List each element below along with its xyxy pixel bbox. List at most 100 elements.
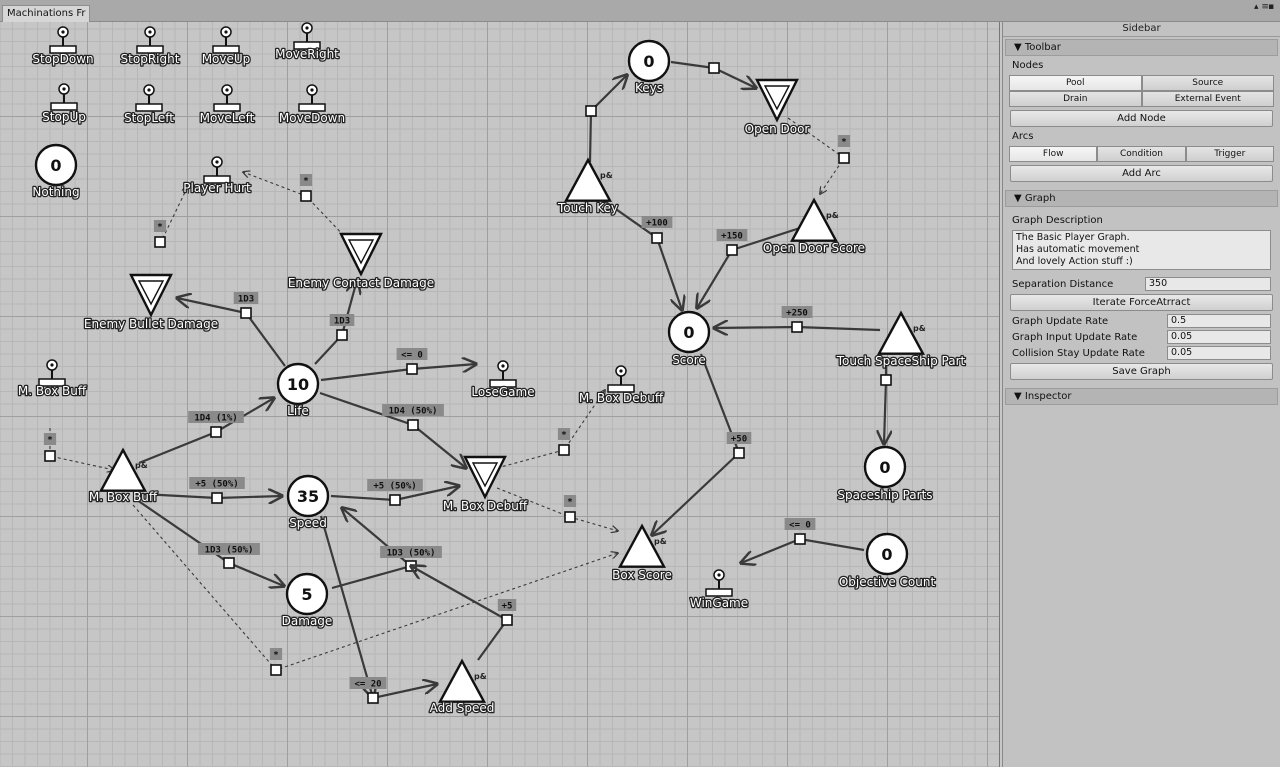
arc-handle[interactable] xyxy=(154,236,166,248)
arc-14[interactable]: * xyxy=(43,428,114,470)
arc-10[interactable]: 1D3 (50%) xyxy=(331,508,442,590)
trigger-button[interactable]: Trigger xyxy=(1185,146,1274,162)
source-triangle[interactable] xyxy=(876,310,926,355)
arc-9[interactable]: 1D3 (50%) xyxy=(136,499,284,586)
arc-15[interactable]: * xyxy=(496,390,605,469)
source-triangle[interactable] xyxy=(563,157,613,202)
node-playerhurt[interactable]: Player Hurt xyxy=(182,156,252,196)
node-mboxbuff_ev[interactable]: M. Box Buff xyxy=(17,359,88,399)
node-moveup[interactable]: MoveUp xyxy=(200,26,252,67)
source-button[interactable]: Source xyxy=(1141,75,1274,91)
node-boxscore[interactable]: p&Box Score xyxy=(611,523,673,583)
pool-circle[interactable] xyxy=(286,474,330,518)
arc-1[interactable]: * xyxy=(243,172,349,241)
arc-handle[interactable] xyxy=(708,62,720,74)
arc-23[interactable]: +250 xyxy=(714,306,881,332)
pool-circle[interactable] xyxy=(667,310,711,354)
pool-circle[interactable] xyxy=(865,532,909,576)
node-enemycontact[interactable]: Enemy Contact Damage xyxy=(287,232,435,291)
joystick-icon[interactable] xyxy=(213,84,241,112)
arc-handle[interactable] xyxy=(300,190,312,202)
pool-circle[interactable] xyxy=(863,445,907,489)
joystick-icon[interactable] xyxy=(212,26,240,54)
pool-circle[interactable] xyxy=(276,362,320,406)
arc-26[interactable]: <= 0 xyxy=(741,518,865,563)
external-event-button[interactable]: External Event xyxy=(1141,91,1274,107)
pool-circle[interactable] xyxy=(34,143,78,187)
arc-handle[interactable] xyxy=(501,614,513,626)
arc-handle[interactable] xyxy=(585,105,597,117)
arc-11[interactable] xyxy=(319,515,373,698)
add-node-button[interactable]: Add Node xyxy=(1010,110,1273,127)
inspector-section-header[interactable]: ▼ Inspector xyxy=(1005,388,1278,405)
arc-5[interactable]: 1D4 (50%) xyxy=(319,391,466,468)
arc-6[interactable]: 1D4 (1%) xyxy=(138,398,274,465)
node-addspeed[interactable]: p&Add Speed xyxy=(428,658,496,716)
arc-handle[interactable] xyxy=(880,374,892,386)
arc-19[interactable] xyxy=(670,60,756,88)
arc-3[interactable]: 1D3 xyxy=(314,280,357,365)
arc-handle[interactable] xyxy=(406,363,418,375)
arc-4[interactable]: <= 0 xyxy=(320,348,476,382)
pool-circle[interactable] xyxy=(285,572,329,616)
node-stopup[interactable]: StopUp xyxy=(41,83,87,125)
node-stopleft[interactable]: StopLeft xyxy=(123,84,176,126)
node-touchspaceship[interactable]: p&Touch SpaceShip Part xyxy=(834,310,967,369)
source-triangle[interactable] xyxy=(437,658,487,703)
arc-12[interactable]: <= 20 xyxy=(349,677,438,704)
arc-16[interactable]: * xyxy=(496,487,618,531)
window-close-icon[interactable]: ▪ xyxy=(1268,2,1275,12)
node-touchkey[interactable]: p&Touch Key xyxy=(556,157,619,216)
arc-0[interactable]: * xyxy=(153,186,188,248)
update-rate-field[interactable]: 0.5 xyxy=(1167,314,1271,328)
node-moveleft[interactable]: MoveLeft xyxy=(198,84,256,126)
arc-24[interactable]: +50 xyxy=(652,353,752,535)
node-movedown[interactable]: MoveDown xyxy=(278,84,346,126)
arc-handle[interactable] xyxy=(564,511,576,523)
arc-handle[interactable] xyxy=(211,492,223,504)
joystick-icon[interactable] xyxy=(136,26,164,54)
arc-handle[interactable] xyxy=(367,692,379,704)
joystick-icon[interactable] xyxy=(50,83,78,111)
graph-section-header[interactable]: ▼ Graph xyxy=(1005,190,1278,207)
node-mboxbuff[interactable]: p&M. Box Buff xyxy=(88,447,159,505)
collision-rate-field[interactable]: 0.05 xyxy=(1167,346,1271,360)
arc-handle[interactable] xyxy=(558,444,570,456)
toolbar-section-header[interactable]: ▼ Toolbar xyxy=(1005,39,1278,56)
arc-22[interactable]: +150 xyxy=(697,226,801,308)
arc-17[interactable]: * xyxy=(132,504,618,676)
node-wingame[interactable]: WinGame xyxy=(689,569,749,611)
node-mboxdebuff_ev[interactable]: M. Box Debuff xyxy=(578,365,665,406)
separation-field[interactable]: 350 xyxy=(1145,277,1271,291)
arc-handle[interactable] xyxy=(270,664,282,676)
joystick-icon[interactable] xyxy=(38,359,66,387)
node-opendoorscore[interactable]: p&Open Door Score xyxy=(762,197,866,256)
joystick-icon[interactable] xyxy=(293,22,321,50)
window-tab[interactable]: Machinations Fr xyxy=(2,5,90,22)
joystick-icon[interactable] xyxy=(489,360,517,388)
node-moveright[interactable]: MoveRight xyxy=(274,22,340,62)
arc-handle[interactable] xyxy=(726,244,738,256)
drain-button[interactable]: Drain xyxy=(1009,91,1142,107)
arc-2[interactable]: 1D3 xyxy=(177,292,286,367)
window-menu-icon[interactable]: ▴ ≡ xyxy=(1254,2,1269,12)
source-triangle[interactable] xyxy=(617,523,667,568)
flow-button[interactable]: Flow xyxy=(1009,146,1098,162)
arc-handle[interactable] xyxy=(336,329,348,341)
arc-25[interactable] xyxy=(881,358,891,444)
arc-handle[interactable] xyxy=(44,450,56,462)
save-graph-button[interactable]: Save Graph xyxy=(1010,363,1273,380)
arc-handle[interactable] xyxy=(733,447,745,459)
source-triangle[interactable] xyxy=(789,197,839,242)
input-rate-field[interactable]: 0.05 xyxy=(1167,330,1271,344)
pool-circle[interactable] xyxy=(627,39,671,83)
arc-20[interactable]: * xyxy=(787,117,851,194)
arc-7[interactable]: +5 (50%) xyxy=(141,477,282,504)
